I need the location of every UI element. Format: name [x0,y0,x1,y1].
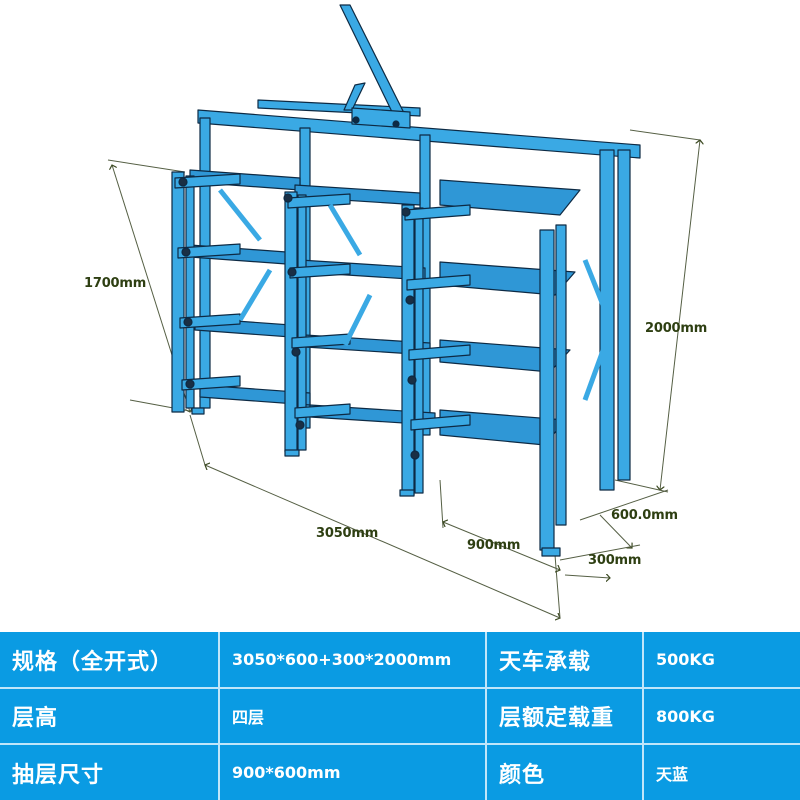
spec-key-level-load: 层额定载重 [485,687,644,745]
drawer-arms [174,173,471,431]
spec-row: 规格（全开式） 3050*600+300*2000mm 天车承载 500KG [0,632,800,689]
spec-value-drawer-size: 900*600mm [218,743,487,800]
spec-key-color: 颜色 [485,743,644,800]
spec-value-crane-load: 500KG [642,632,800,689]
spec-key-size: 规格（全开式） [0,632,220,689]
dimension-width-total: 3050mm [316,526,379,541]
dimension-lines [107,129,700,618]
rack-frame [171,4,641,557]
spec-table: 规格（全开式） 3050*600+300*2000mm 天车承载 500KG 层… [0,632,800,800]
mold-rack-drawing [107,4,800,630]
diagonal-braces [218,188,608,401]
dimension-depth-rack: 600.0mm [611,508,678,523]
dimension-height-total: 2000mm [645,321,708,336]
rollers [178,177,420,460]
dimension-depth-extension: 300mm [588,553,642,568]
dimension-drawer-width: 900mm [467,538,521,553]
spec-key-crane-load: 天车承载 [485,632,644,689]
rack-illustration: 1700mm 2000mm 3050mm 900mm 600.0mm 300mm [84,4,800,630]
spec-value-levels: 四层 [218,687,487,745]
dimension-height-drawer: 1700mm [84,276,147,291]
spec-value-color: 天蓝 [642,743,800,800]
spec-value-level-load: 800KG [642,687,800,745]
spec-key-drawer-size: 抽层尺寸 [0,743,220,800]
spec-key-levels: 层高 [0,687,220,745]
spec-value-size: 3050*600+300*2000mm [218,632,487,689]
spec-row: 层高 四层 层额定载重 800KG [0,687,800,745]
spec-row: 抽层尺寸 900*600mm 颜色 天蓝 [0,743,800,800]
